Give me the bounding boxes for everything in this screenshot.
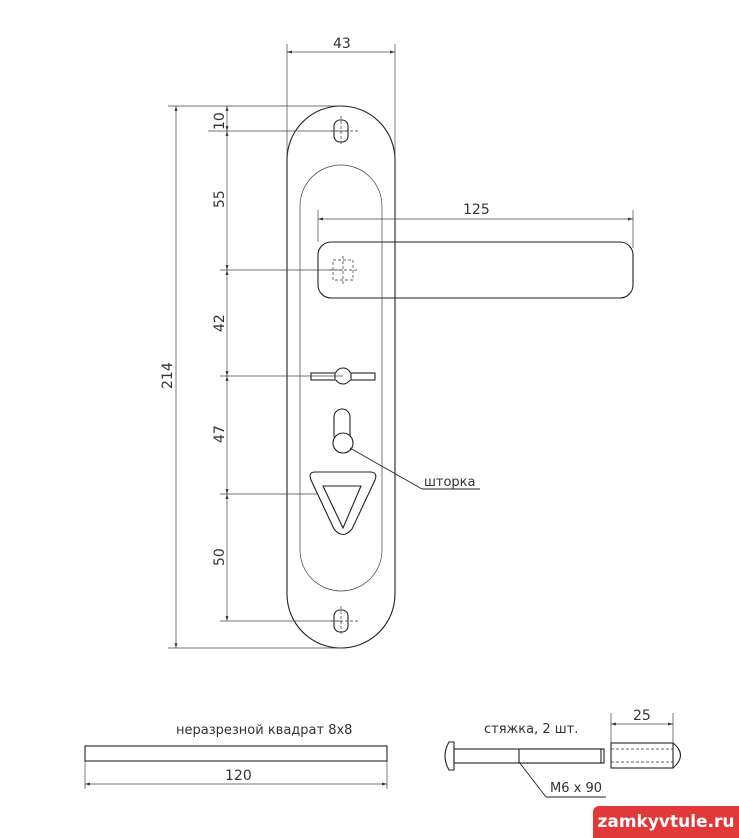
dim-total-height: [168, 105, 341, 649]
dim-plate-width: [286, 44, 396, 155]
tie-screw: [444, 741, 605, 771]
screw-label: M6 x 90: [550, 781, 602, 796]
watermark[interactable]: zamkyvtule.ru: [593, 806, 739, 838]
shutter-leader: [349, 447, 480, 490]
screw-leader: [518, 761, 606, 798]
square-label: неразрезной квадрат 8x8: [176, 723, 352, 738]
dim-sleeve-length: [610, 713, 674, 743]
lever-handle: [317, 241, 634, 299]
square-bar: [84, 745, 388, 762]
tie-sleeve: [610, 742, 682, 769]
dim-50-text: 50: [212, 548, 228, 566]
dim-square-length: [84, 761, 388, 789]
dim-square-length-text: 120: [225, 768, 252, 784]
dim-10-text: 10: [212, 112, 228, 130]
dim-total-height-text: 214: [160, 362, 176, 389]
dim-47-text: 47: [212, 425, 228, 443]
dim-chain-extension-lines: [208, 130, 348, 622]
indicator-slot: [332, 408, 354, 454]
dim-42-text: 42: [212, 314, 228, 332]
shutter-label: шторка: [424, 475, 476, 490]
dim-sleeve-length-text: 25: [633, 708, 651, 724]
emergency-release: [309, 471, 377, 536]
ties-label: стяжка, 2 шт.: [484, 722, 578, 737]
back-plate: [286, 105, 396, 649]
dim-55-text: 55: [212, 190, 228, 208]
dim-handle-length: [317, 210, 634, 248]
dim-handle-length-text: 125: [463, 202, 490, 218]
dim-plate-width-text: 43: [333, 36, 351, 52]
